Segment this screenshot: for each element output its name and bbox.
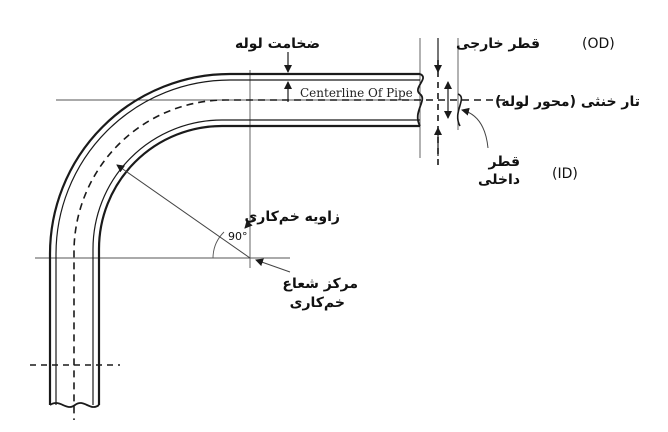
break-line-far-right	[456, 93, 463, 127]
angle-value: 90°	[228, 230, 248, 243]
inner-diameter-label-line1: قطر	[487, 154, 520, 170]
id-abbreviation: (ID)	[552, 166, 578, 182]
bend-angle-leader	[244, 217, 255, 229]
outer-wall-outer	[48, 72, 420, 405]
centerline-label: Centerline Of Pipe	[300, 86, 413, 100]
bend-center-label-line1: مرکز شعاع	[282, 276, 358, 292]
break-line-bottom	[49, 402, 100, 408]
outer-diameter-label: قطر خارجی	[456, 36, 540, 52]
inner-wall-inner-bend	[92, 119, 420, 405]
inner-wall-outer	[55, 79, 420, 405]
od-abbreviation: (OD)	[582, 36, 615, 52]
bend-center-label-line2: خم‌کاری	[290, 295, 345, 311]
bend-angle-label: زاویه خم‌کاری	[244, 209, 340, 225]
leader-lines	[116, 107, 489, 273]
centerline-label-fa: تار خنثی (محور لوله)	[495, 94, 640, 110]
wall-thickness-label: ضخامت لوله	[235, 36, 320, 52]
pipe-centerline	[73, 99, 505, 420]
inner-diameter-label-line2: داخلی	[478, 172, 520, 188]
pipe-inner-walls	[55, 79, 420, 405]
id-leader	[461, 107, 489, 149]
break-line-right	[416, 73, 424, 127]
bend-center-leader	[255, 258, 291, 273]
angle-arc	[212, 231, 225, 259]
outer-wall-inner-bend	[97, 124, 420, 405]
radius-leader	[116, 164, 251, 259]
pipe-walls	[48, 72, 420, 405]
